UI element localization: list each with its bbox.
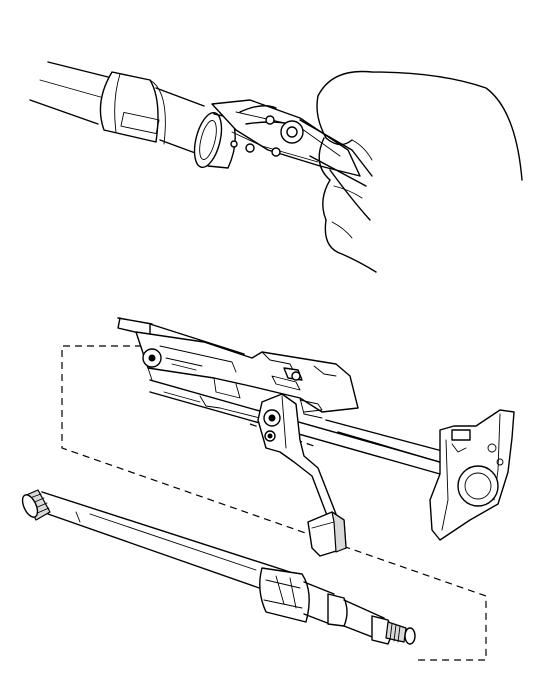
column-bracket-exploded-icon (21, 317, 515, 661)
hand (316, 70, 523, 273)
column-bracket (117, 317, 447, 475)
snap-ring-pliers-on-column-icon (29, 61, 523, 273)
alignment-guide-left (61, 345, 487, 661)
steering-shaft (21, 489, 416, 645)
end-plate (429, 409, 515, 541)
column-tube (29, 61, 236, 169)
tilt-lever (257, 393, 347, 557)
pliers (211, 99, 373, 221)
